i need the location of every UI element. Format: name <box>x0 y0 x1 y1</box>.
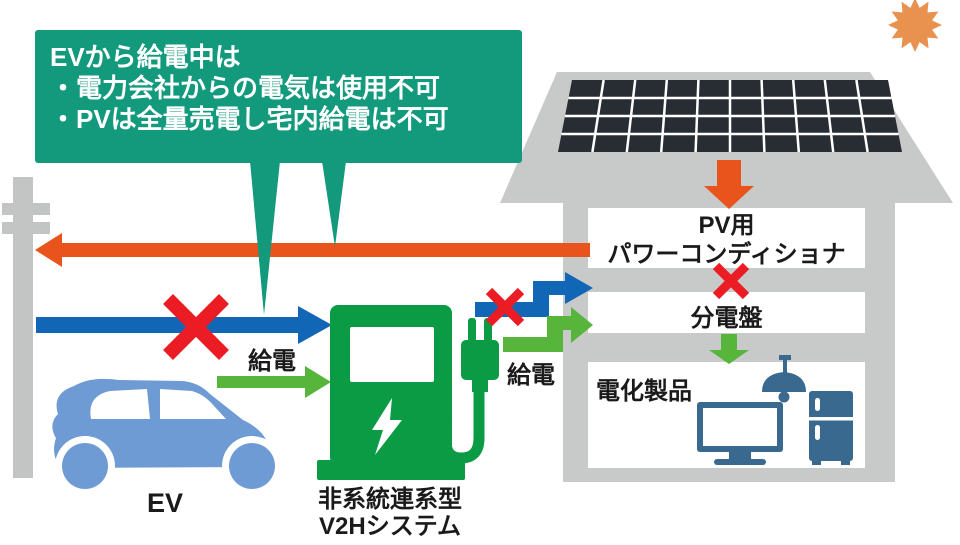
appliance-icons <box>697 355 853 465</box>
pv-down-arrow <box>704 160 754 209</box>
v2h-label-line-1: 非系統連系型 <box>318 486 462 513</box>
tv-icon <box>697 402 783 465</box>
pv-conditioner-line-1: PV用 <box>698 212 755 239</box>
sun-icon <box>888 0 942 52</box>
appliances-label: 電化製品 <box>596 378 692 405</box>
pv-conditioner-box <box>588 208 865 268</box>
sell-power-arrow <box>35 233 590 267</box>
callout-text: EVから給電中は ・電力会社からの電気は使用不可 ・PVは全量売電し宅内給電は不… <box>50 42 515 135</box>
power-plug-icon <box>461 318 499 392</box>
callout-line-2: ・電力会社からの電気は使用不可 <box>50 73 441 103</box>
callout-line-3: ・PVは全量売電し宅内給電は不可 <box>50 104 449 134</box>
grid-power-arrow <box>36 306 332 344</box>
prohibited-x-icon <box>163 294 229 360</box>
pv-conditioner-line-2: パワーコンディショナ <box>607 241 846 268</box>
house <box>500 72 953 482</box>
v2h-label-line-2: V2Hシステム <box>319 513 461 540</box>
pv-blocked-x-icon <box>712 262 750 300</box>
callout-bubble <box>35 30 522 315</box>
prohibited-x-icon-small <box>485 287 525 327</box>
v2h-feed-arrow <box>503 307 593 352</box>
lightning-bolt-icon <box>372 398 402 455</box>
utility-pole-icon <box>2 177 50 478</box>
board-feed-arrow <box>709 334 749 364</box>
callout-line-1: EVから給電中は <box>50 42 241 72</box>
v2h-charger-icon <box>317 305 499 480</box>
v2h-label: 非系統連系型 V2Hシステム <box>300 486 480 540</box>
ev-feed-arrow <box>217 366 331 398</box>
solar-panel-grid <box>561 79 899 153</box>
refrigerator-icon <box>809 391 853 465</box>
charge-cable <box>440 382 485 464</box>
pv-conditioner-label: PV用 パワーコンディショナ <box>588 211 865 269</box>
distribution-board-box <box>588 292 865 333</box>
distribution-board-label: 分電盤 <box>690 305 763 332</box>
pendant-light-icon <box>762 355 806 403</box>
feed-to-house-label: 給電 <box>507 362 555 389</box>
ev-car-icon <box>52 378 282 496</box>
feed-to-station-label: 給電 <box>248 348 296 375</box>
ev-label: EV <box>146 488 184 518</box>
